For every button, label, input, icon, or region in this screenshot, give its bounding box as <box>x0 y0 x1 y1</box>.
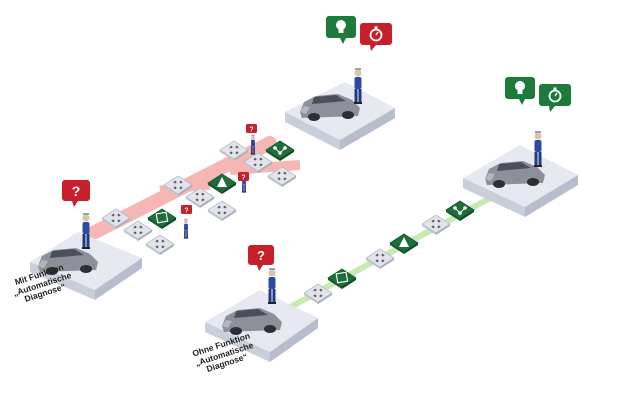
svg-text:?: ? <box>249 127 253 134</box>
mechanic-figure <box>183 218 189 239</box>
diagnostic-icon <box>147 208 177 230</box>
question-icon: ? <box>238 172 249 182</box>
svg-text:?: ? <box>241 175 245 182</box>
grid-dots-icon <box>145 234 175 256</box>
lightbulb-icon <box>326 16 356 44</box>
lightbulb-icon <box>505 77 535 105</box>
svg-text:?: ? <box>184 208 188 215</box>
svg-text:?: ? <box>72 183 81 199</box>
warning-icon <box>389 233 419 255</box>
warning-icon <box>207 173 237 195</box>
question-icon: ? <box>246 124 257 134</box>
question-icon: ? <box>62 180 90 207</box>
stopwatch-icon <box>360 23 392 51</box>
stopwatch-icon <box>539 84 571 112</box>
svg-text:?: ? <box>257 248 265 263</box>
network-icon <box>265 140 295 162</box>
grid-dots-icon <box>123 220 153 242</box>
question-icon: ? <box>248 245 274 271</box>
grid-dots-icon <box>207 200 237 222</box>
diagnostic-icon <box>327 268 357 290</box>
question-icon: ? <box>181 205 192 215</box>
network-icon <box>445 200 475 222</box>
